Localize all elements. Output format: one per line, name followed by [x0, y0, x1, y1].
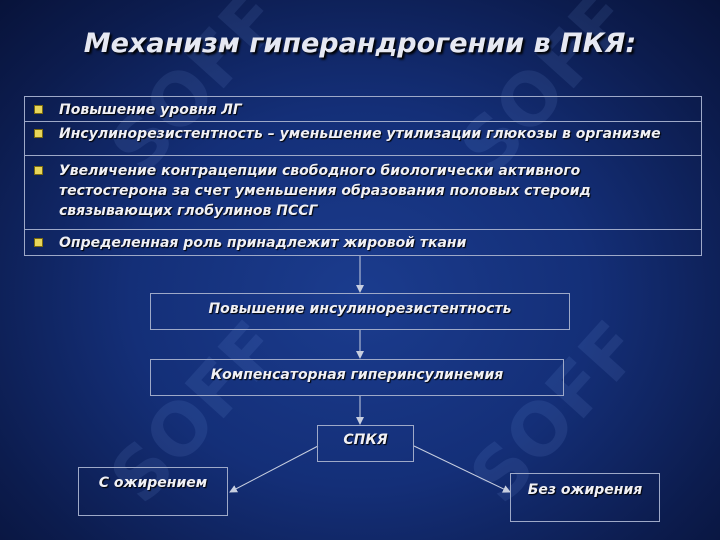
bullet-icon [34, 238, 43, 247]
bullet-icon [34, 166, 43, 175]
flow-step-label: СПКЯ [343, 432, 388, 448]
flow-branch-non-obese: Без ожирения [510, 473, 660, 522]
list-item: Определенная роль принадлежит жировой тк… [25, 229, 701, 257]
arrow-step3-to-left [229, 445, 319, 493]
list-item: Увеличение контрацепции свободного биоло… [25, 155, 701, 229]
causes-list: Повышение уровня ЛГ Инсулинорезистентнос… [24, 96, 702, 256]
list-item: Повышение уровня ЛГ [25, 97, 701, 121]
list-item-text: Инсулинорезистентность – уменьшение утил… [59, 126, 661, 142]
flow-branch-obese: С ожирением [78, 467, 228, 516]
flow-step-insulin-resistance: Повышение инсулинорезистентность [150, 293, 570, 330]
list-item-text: Повышение уровня ЛГ [59, 102, 242, 118]
flow-step-pcos: СПКЯ [317, 425, 414, 462]
list-item-text: Определенная роль принадлежит жировой тк… [59, 235, 467, 251]
slide-title: Механизм гиперандрогении в ПКЯ: [83, 28, 637, 59]
bullet-icon [34, 105, 43, 114]
flow-branch-label: С ожирением [98, 475, 208, 491]
list-item: Инсулинорезистентность – уменьшение утил… [25, 121, 701, 155]
bullet-icon [34, 129, 43, 138]
flow-step-hyperinsulinemia: Компенсаторная гиперинсулинемия [150, 359, 564, 396]
arrow-step3-to-right [413, 445, 511, 493]
flow-step-label: Компенсаторная гиперинсулинемия [210, 367, 504, 383]
list-item-text: Увеличение контрацепции свободного биоло… [59, 163, 591, 219]
flow-branch-label: Без ожирения [527, 482, 643, 498]
flow-step-label: Повышение инсулинорезистентность [208, 301, 512, 317]
